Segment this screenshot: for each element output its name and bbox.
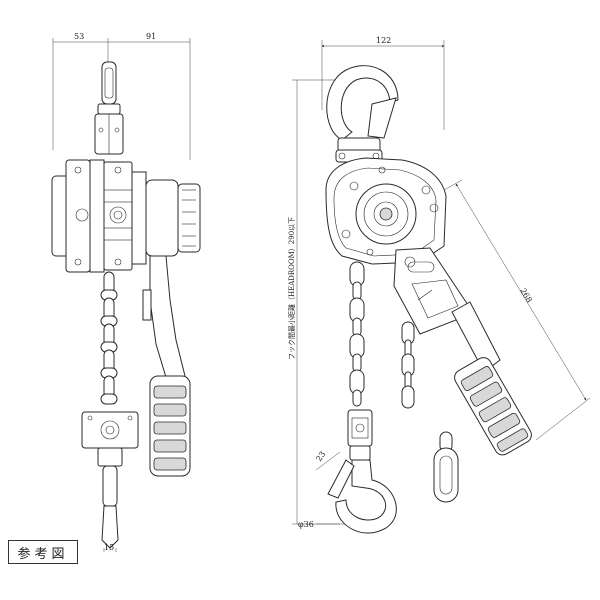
front-body (325, 157, 447, 265)
front-top-dimension: 122 (321, 36, 445, 130)
side-top-dimension: 53 91 (52, 32, 191, 160)
front-bottom-hook: 23 φ36 (298, 409, 397, 534)
front-handle-grip (454, 357, 532, 456)
chain-link-detail (433, 431, 459, 503)
front-top-hook (326, 65, 399, 163)
front-load-chain (349, 261, 365, 407)
dim-phi36-label: φ36 (298, 520, 314, 529)
dim-91-label: 91 (146, 32, 156, 41)
side-bottom-hook: 15 (81, 411, 139, 552)
front-slack-chain (401, 321, 415, 409)
headroom-label: フック間最小距離（HEADROOM）290以下 (287, 217, 296, 360)
front-view: 122 フック間最小距離（HEADROOM）290以下 (287, 36, 591, 534)
dim-23-label: 23 (314, 450, 327, 464)
dim-122-label: 122 (376, 36, 391, 45)
side-lever-handle (142, 255, 191, 477)
side-top-hook (94, 61, 124, 155)
dim-53-label: 53 (74, 32, 84, 41)
reference-drawing-stamp: 参考図 (8, 540, 78, 564)
dim-15-label: 15 (104, 543, 114, 552)
side-load-chain (100, 271, 118, 405)
side-view: 53 91 (51, 32, 201, 552)
side-body (51, 159, 201, 273)
dim-268-label: 268 (518, 287, 533, 305)
